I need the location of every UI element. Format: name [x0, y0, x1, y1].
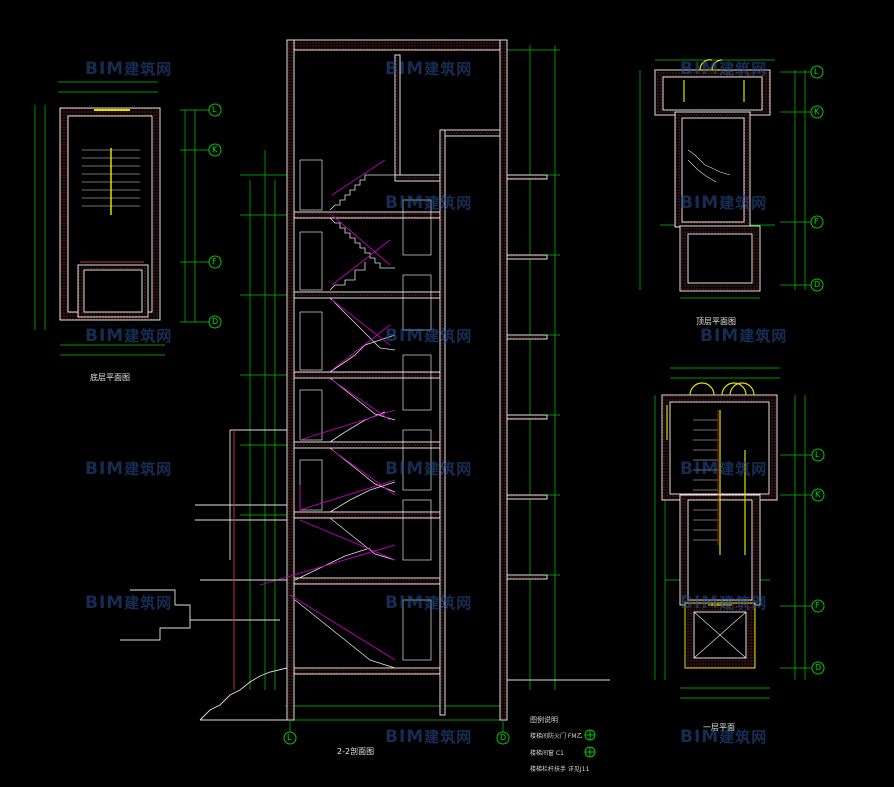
left-floor-plan [34, 81, 222, 356]
axis-label-d-topright: D [814, 280, 821, 289]
axis-label-d-section: D [500, 733, 507, 742]
axis-label-k-left: K [212, 145, 218, 154]
watermark-1: BIM建筑网 [85, 59, 173, 79]
axis-label-f-topright: F [814, 217, 819, 226]
watermark-2: BIM建筑网 [385, 59, 473, 79]
watermark-3: BIM建筑网 [680, 59, 768, 79]
watermark-10: BIM建筑网 [385, 459, 473, 479]
axis-label-d-bottomright: D [815, 663, 822, 672]
watermark-14: BIM建筑网 [680, 593, 768, 613]
legend-item-window: 楼梯间窗 C1 [530, 750, 564, 757]
legend-item-fire-door: 楼梯间防火门 FM乙 [530, 733, 583, 740]
watermark-13: BIM建筑网 [385, 593, 473, 613]
top-right-plan-title: 顶层平面图 [696, 317, 736, 326]
bottom-right-floor-plan [654, 367, 825, 699]
bottom-right-plan-title: 一层平面 [703, 723, 735, 732]
axis-label-d-left: D [212, 317, 219, 326]
section-title: 2-2剖面图 [337, 747, 375, 756]
watermark-11: BIM建筑网 [680, 459, 768, 479]
axis-label-f-left: F [212, 257, 217, 266]
watermark-15: BIM建筑网 [385, 727, 473, 747]
watermark-9: BIM建筑网 [85, 459, 173, 479]
watermark-6: BIM建筑网 [680, 193, 768, 213]
watermark-16: BIM建筑网 [680, 727, 768, 747]
top-right-floor-plan [639, 59, 824, 299]
legend-title: 图例说明 [530, 716, 558, 724]
section-2-2 [120, 39, 610, 745]
axis-label-k-bottomright: K [815, 490, 821, 499]
watermark-4: BIM建筑网 [85, 326, 173, 346]
watermark-7: BIM建筑网 [700, 326, 788, 346]
watermark-8: BIM建筑网 [385, 326, 473, 346]
axis-label-k-topright: K [814, 107, 820, 116]
legend-symbols [584, 729, 596, 758]
legend-item-handrail: 楼梯栏杆扶手 详见J11 [530, 766, 590, 773]
watermark-5: BIM建筑网 [385, 193, 473, 213]
axis-label-l-topright: L [814, 67, 819, 76]
axis-label-f-bottomright: F [815, 601, 820, 610]
axis-label-l-section: L [287, 733, 292, 742]
axis-label-l-left: L [212, 105, 217, 114]
watermark-12: BIM建筑网 [85, 593, 173, 613]
left-plan-title: 底层平面图 [90, 373, 130, 382]
axis-label-l-bottomright: L [815, 450, 820, 459]
